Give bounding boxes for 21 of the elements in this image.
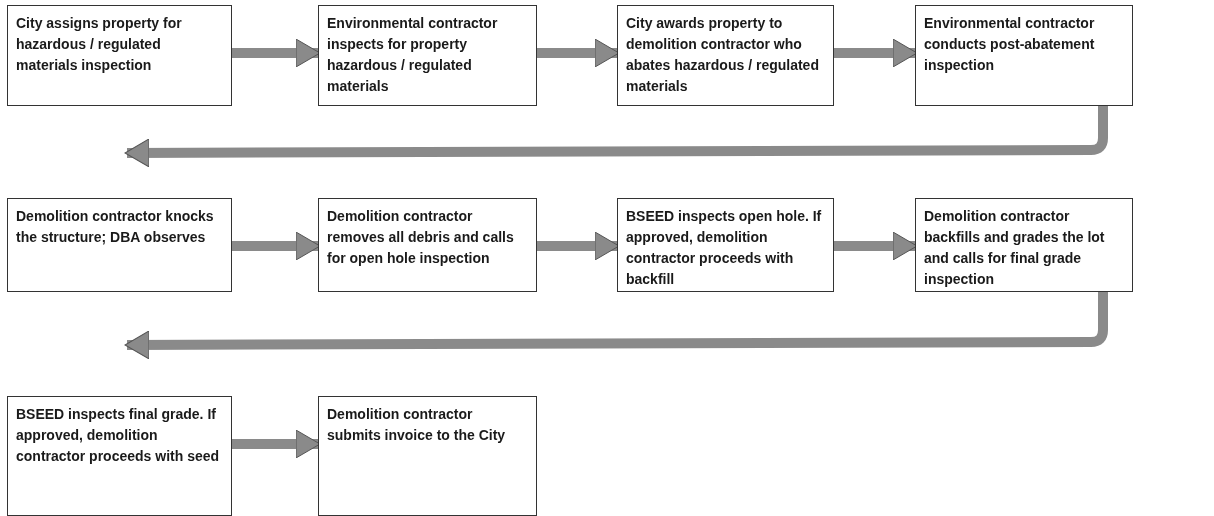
step-text: Environmental contractor conducts post-abatement inspection [924, 14, 1096, 75]
process-box [915, 198, 1133, 292]
step-text: City assigns property for hazardous / regulated materials inspection [16, 14, 183, 75]
arrow [124, 292, 1108, 360]
step-text: Environmental contractor inspects for property hazardous / regulated materials [327, 14, 499, 96]
step-text: Demolition contractor backfills and grades the lot and calls for final grade inspection [924, 207, 1106, 289]
step-text: Demolition contractor knocks the structure; DBA observes [16, 207, 215, 247]
process-box [915, 5, 1133, 106]
process-box [7, 396, 232, 516]
process-box [617, 198, 834, 292]
process-box [617, 5, 834, 106]
process-box [318, 198, 537, 292]
step-text: City awards property to demolition contractor who abates hazardous / regulated materials [626, 14, 820, 96]
step-text: BSEED inspects open hole. If approved, demolition contractor proceeds with backfill [626, 207, 823, 289]
step-text: Demolition contractor removes all debris and calls for open hole inspection [327, 207, 515, 268]
step-text: Demolition contractor submits invoice to the City [327, 405, 507, 445]
process-box [7, 198, 232, 292]
process-box [7, 5, 232, 106]
process-box [318, 5, 537, 106]
step-text: BSEED inspects final grade. If approved, demolition contractor proceeds with seed [16, 405, 221, 466]
process-box [318, 396, 537, 516]
